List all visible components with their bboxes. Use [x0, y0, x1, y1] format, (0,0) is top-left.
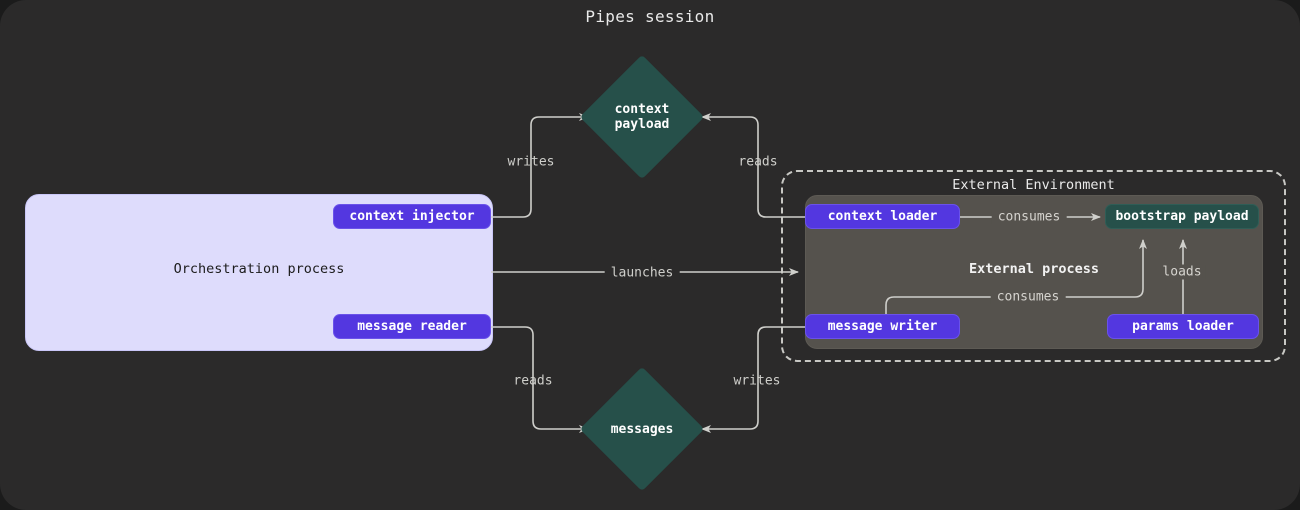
- node-bootstrap-payload[interactable]: bootstrap payload: [1105, 204, 1259, 229]
- edge-label-reads-messages: reads: [513, 373, 553, 389]
- edge-label-writes-messages: writes: [733, 373, 781, 389]
- node-context-loader[interactable]: context loader: [805, 204, 960, 229]
- cluster-orchestration-process-label: Orchestration process: [173, 261, 345, 277]
- node-context-payload[interactable]: context payload: [579, 54, 705, 180]
- node-context-loader-label: context loader: [827, 209, 938, 224]
- edge-label-consumes-context-loader: consumes: [991, 209, 1067, 225]
- node-messages-label: messages: [580, 367, 704, 491]
- node-messages-label-line1: messages: [610, 421, 674, 437]
- node-message-writer-label: message writer: [827, 319, 938, 334]
- edge-label-launches: launches: [604, 265, 680, 281]
- node-bootstrap-payload-label: bootstrap payload: [1115, 209, 1249, 224]
- cluster-external-environment-label: External Environment: [952, 177, 1115, 193]
- page-title: Pipes session: [585, 7, 715, 26]
- edge-label-reads-context: reads: [738, 154, 778, 170]
- cluster-external-environment: External Environment: [781, 170, 1286, 362]
- node-context-payload-label-line2: payload: [614, 117, 670, 132]
- node-message-reader-label: message reader: [357, 319, 467, 334]
- node-context-injector[interactable]: context injector: [333, 204, 491, 229]
- node-context-payload-label-line1: context: [614, 102, 670, 117]
- node-params-loader-label: params loader: [1132, 319, 1234, 334]
- node-context-payload-label: context payload: [580, 55, 704, 179]
- node-message-reader[interactable]: message reader: [333, 314, 491, 339]
- node-message-writer[interactable]: message writer: [805, 314, 960, 339]
- edge-label-loads: loads: [1158, 264, 1206, 280]
- node-context-injector-label: context injector: [349, 209, 475, 224]
- node-params-loader[interactable]: params loader: [1107, 314, 1259, 339]
- edge-label-consumes-message-writer: consumes: [990, 289, 1066, 305]
- node-messages[interactable]: messages: [579, 366, 705, 492]
- edge-label-writes-context: writes: [507, 154, 555, 170]
